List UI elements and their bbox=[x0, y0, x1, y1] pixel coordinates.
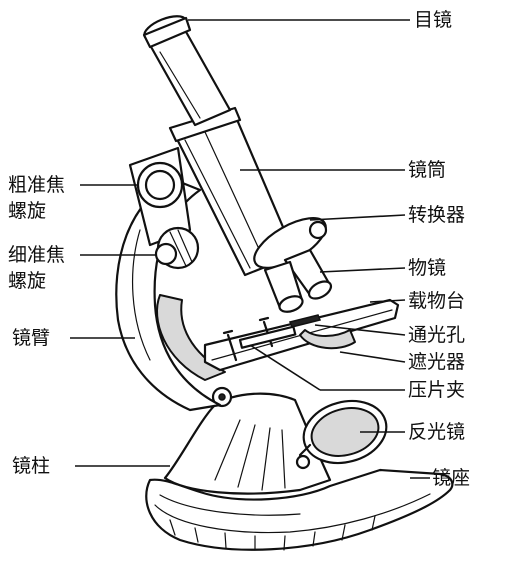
label-light-hole: 通光孔 bbox=[408, 324, 465, 346]
fine-knob-drawing bbox=[156, 228, 198, 268]
label-eyepiece: 目镜 bbox=[414, 9, 452, 31]
label-coarse-focus: 粗准焦 螺旋 bbox=[8, 172, 65, 224]
label-pillar: 镜柱 bbox=[12, 455, 50, 477]
label-fine-focus-line1: 细准焦 bbox=[8, 242, 65, 268]
label-objective: 物镜 bbox=[408, 257, 446, 279]
label-nosepiece: 转换器 bbox=[408, 204, 465, 226]
label-stage: 载物台 bbox=[408, 290, 465, 312]
label-diaphragm: 遮光器 bbox=[408, 351, 465, 373]
label-stage-clip: 压片夹 bbox=[408, 379, 465, 401]
label-fine-focus-line2: 螺旋 bbox=[8, 268, 65, 294]
label-arm: 镜臂 bbox=[12, 327, 50, 349]
label-coarse-focus-line1: 粗准焦 bbox=[8, 172, 65, 198]
label-mirror: 反光镜 bbox=[408, 421, 465, 443]
label-fine-focus: 细准焦 螺旋 bbox=[8, 242, 65, 294]
label-tube: 镜筒 bbox=[408, 159, 446, 181]
label-base: 镜座 bbox=[432, 467, 470, 489]
label-coarse-focus-line2: 螺旋 bbox=[8, 198, 65, 224]
